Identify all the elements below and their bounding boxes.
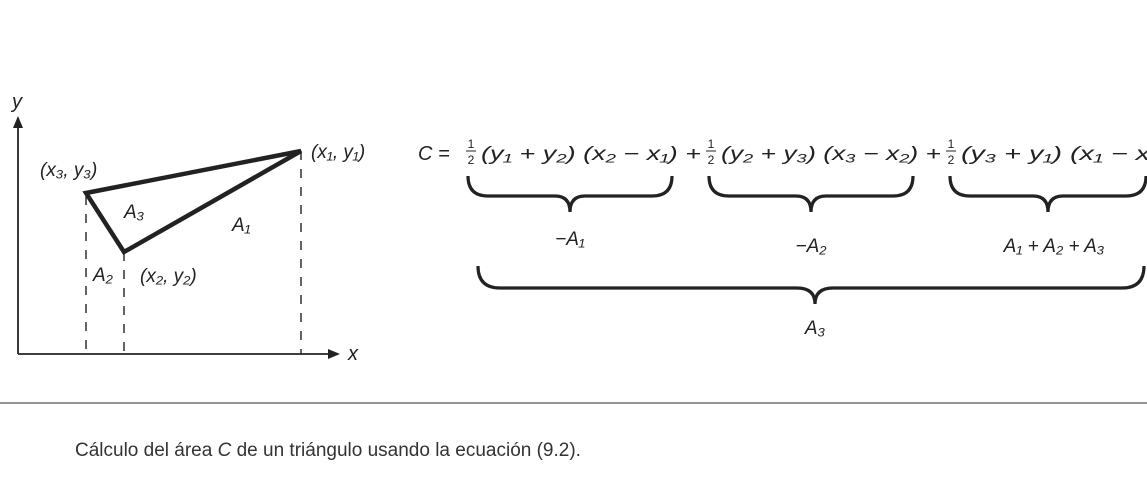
vertex-label-p3: (x₃, y₃)	[40, 160, 97, 181]
region-label-a2: A₂	[92, 265, 114, 286]
fraction-1-numerator: 1	[468, 137, 475, 151]
underbrace-label-2: −A₂	[795, 236, 827, 257]
caption-variable: C	[217, 440, 232, 461]
underbrace-label-3: A₁ + A₂ + A₃	[1003, 236, 1105, 257]
fraction-2-denominator: 2	[708, 153, 715, 167]
equation-term-3: (y₃ + y₁) (x₁ − x₃)	[961, 144, 1147, 165]
fraction-1-denominator: 2	[468, 153, 475, 167]
caption-text-after: de un triángulo usando la ecuación (9.2)…	[231, 440, 581, 461]
fraction-3-denominator: 2	[948, 153, 955, 167]
underbrace-label-1: −A₁	[555, 229, 585, 250]
fraction-3-numerator: 1	[948, 137, 955, 151]
equation-term-2: (y₂ + y₃) (x₃ − x₂) +	[721, 144, 941, 165]
triangle	[82, 148, 303, 256]
region-label-a1: A₁	[231, 215, 251, 236]
vertex-label-p1: (x₁, y₁)	[311, 142, 365, 163]
underbrace-1	[466, 175, 674, 213]
fraction-2-numerator: 1	[708, 137, 715, 151]
underbrace-2	[707, 175, 915, 213]
y-axis-label: y	[10, 91, 23, 113]
region-label-a3: A₃	[123, 202, 145, 223]
vertex-label-p2: (x₂, y₂)	[140, 266, 197, 287]
underbrace-3	[948, 175, 1147, 213]
figure-caption: Cálculo del área C de un triángulo usand…	[75, 440, 581, 462]
caption-text-before: Cálculo del área	[75, 440, 218, 461]
underbrace-total	[476, 265, 1146, 305]
x-axis-label: x	[347, 343, 359, 365]
underbrace-label-total: A₃	[804, 318, 826, 339]
equation-lhs: C =	[418, 143, 450, 165]
equation-term-1: (y₁ + y₂) (x₂ − x₁) +	[481, 144, 701, 165]
